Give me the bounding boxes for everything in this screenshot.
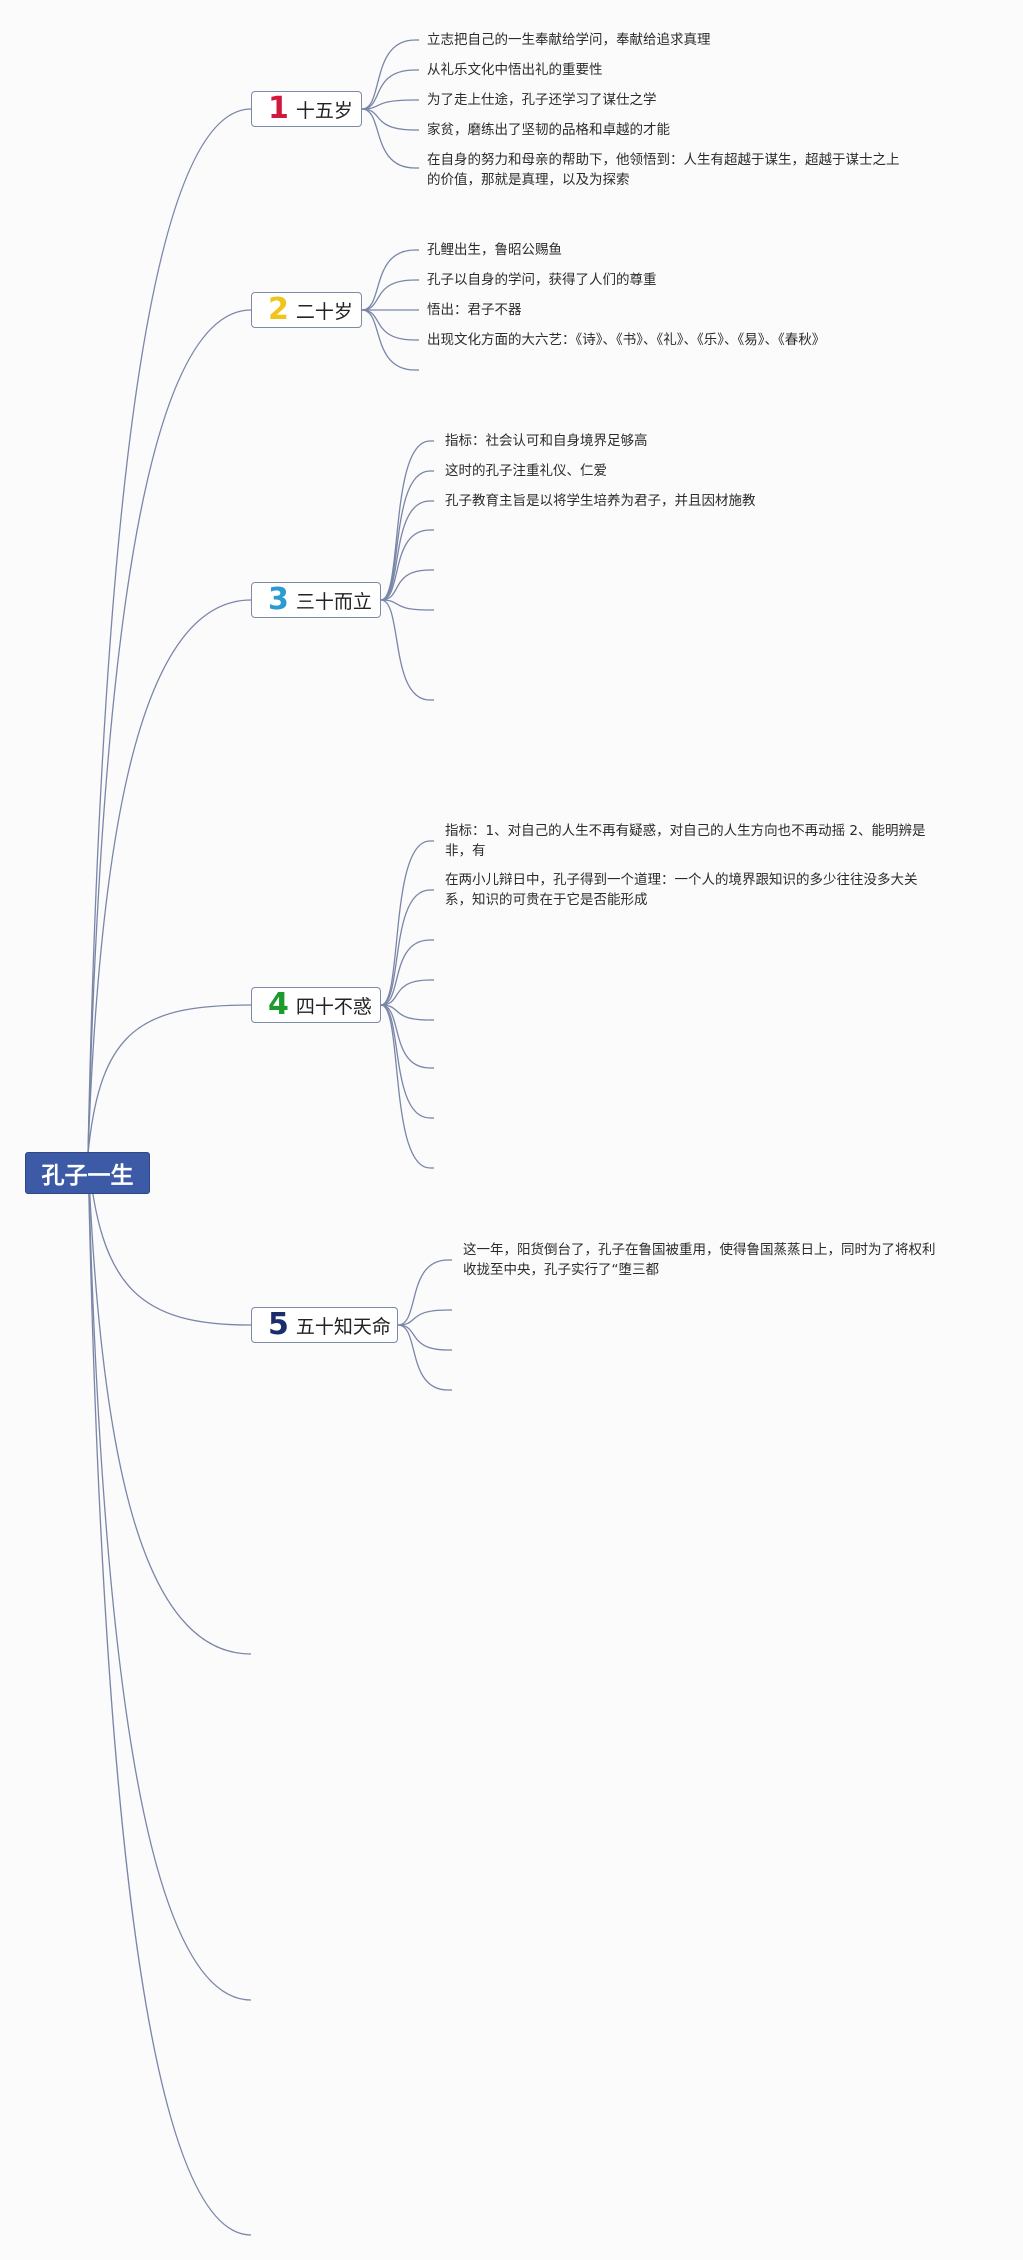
connector-line (380, 599, 431, 701)
connector-line (87, 1153, 252, 2236)
leaf-item[interactable]: 这时的孔子注重礼仪、仁爱 (445, 463, 607, 479)
connector-line (380, 470, 431, 601)
connector-line (87, 1153, 252, 1326)
connector-line (361, 69, 416, 110)
leaf-item[interactable]: 出现文化方面的大六艺：《诗》、《书》、《礼》、《乐》、《易》、《春秋》 (427, 332, 826, 348)
root-title: 孔子一生 (41, 1163, 134, 1189)
root-topic[interactable]: 孔子一生 (25, 1152, 150, 1194)
leaf-item[interactable]: 悟出：君子不器 (427, 302, 522, 318)
topic-title: 四十不惑 (295, 995, 372, 1018)
leaf-item[interactable]: 指标：社会认可和自身境界足够高 (445, 433, 648, 449)
connector-line (397, 1259, 449, 1326)
connector-line (361, 108, 416, 131)
connector-line (380, 529, 431, 601)
leaf-item[interactable]: 孔子以自身的学问，获得了人们的尊重 (427, 272, 657, 288)
connector-line (87, 108, 252, 1155)
leaf-item[interactable]: 从礼乐文化中悟出礼的重要性 (427, 62, 603, 78)
topic-5[interactable]: 5 五十知天命 (251, 1307, 398, 1343)
connector-line (87, 309, 252, 1155)
connector-line (380, 840, 431, 1006)
connector-line (361, 99, 416, 110)
connector-line (361, 249, 416, 311)
leaf-item[interactable]: 这一年，阳货倒台了，孔子在鲁国被重用，使得鲁国蒸蒸日上，同时为了将权利收拢至中央… (463, 1242, 936, 1278)
topic-number: 3 (268, 582, 289, 617)
connector-line (380, 500, 431, 601)
connector-line (397, 1324, 449, 1351)
topic-number: 1 (268, 91, 289, 126)
connector-line (87, 599, 252, 1155)
leaf-item[interactable]: 孔鲤出生，鲁昭公赐鱼 (427, 242, 562, 258)
connector-line (380, 939, 431, 1006)
topic-number: 4 (268, 987, 289, 1022)
topic-2[interactable]: 2 二十岁 (251, 292, 362, 328)
leaf-item[interactable]: 在两小儿辩日中，孔子得到一个道理：一个人的境界跟知识的多少往往没多大关系，知识的… (445, 872, 918, 908)
topic-title: 二十岁 (295, 300, 353, 323)
connector-line (380, 440, 431, 601)
topic-title: 三十而立 (295, 590, 372, 613)
connector-line (380, 889, 431, 1006)
connector-line (87, 1153, 252, 1655)
leaf-item[interactable]: 家贫，磨练出了坚韧的品格和卓越的才能 (427, 122, 670, 138)
connector-line (361, 39, 416, 110)
topic-title: 十五岁 (295, 99, 353, 122)
connector-line (361, 309, 416, 371)
connector-line (380, 599, 431, 611)
connector-line (380, 1004, 431, 1069)
topic-number: 2 (268, 292, 289, 327)
topic-title: 五十知天命 (295, 1315, 391, 1338)
connector-line (380, 569, 431, 601)
leaf-item[interactable]: 在自身的努力和母亲的帮助下，他领悟到：人生有超越于谋生，超越于谋士之上的价值，那… (427, 152, 900, 188)
connector-line (397, 1309, 449, 1326)
topic-number: 5 (268, 1307, 289, 1342)
connector-line (361, 279, 416, 311)
topic-1[interactable]: 1 十五岁 (251, 91, 362, 127)
connector-line (87, 1153, 252, 2001)
connector-line (361, 309, 416, 341)
leaf-item[interactable]: 为了走上仕途，孔子还学习了谋仕之学 (427, 92, 657, 108)
connector-line (380, 1004, 431, 1021)
connector-line (380, 1004, 431, 1169)
connector-line (380, 1004, 431, 1119)
connector-line (397, 1324, 449, 1391)
topic-4[interactable]: 4 四十不惑 (251, 987, 381, 1023)
leaf-item[interactable]: 孔子教育主旨是以将学生培养为君子，并且因材施教 (445, 493, 756, 509)
connector-line (380, 979, 431, 1006)
leaf-item[interactable]: 指标：1、对自己的人生不再有疑惑，对自己的人生方向也不再动摇 2、能明辨是非，有 (445, 823, 926, 859)
leaf-item[interactable]: 立志把自己的一生奉献给学问，奉献给追求真理 (427, 32, 711, 48)
topic-3[interactable]: 3 三十而立 (251, 582, 381, 618)
connector-line (87, 1004, 252, 1155)
connector-line (361, 108, 416, 169)
